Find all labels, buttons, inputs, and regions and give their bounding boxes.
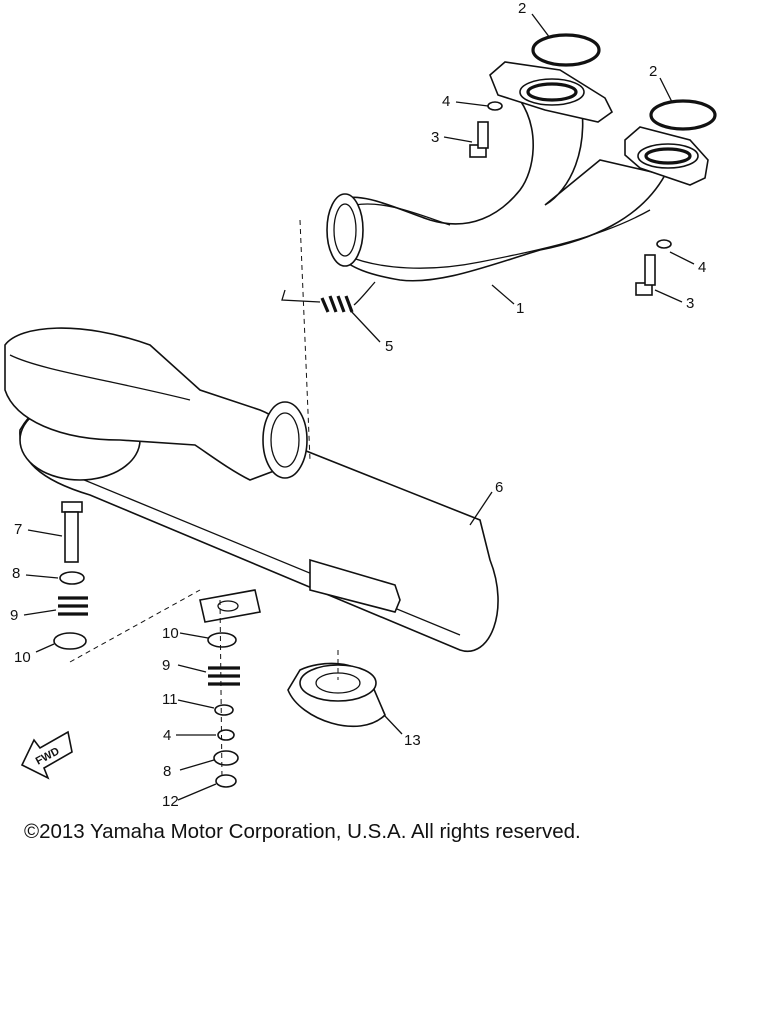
callout-10a: 10 (14, 649, 31, 666)
callout-5: 5 (385, 338, 393, 355)
callout-9b: 9 (162, 657, 170, 674)
callout-1: 1 (516, 300, 524, 317)
callout-3b: 3 (686, 295, 694, 312)
callout-7: 7 (14, 521, 22, 538)
callout-4a: 4 (442, 93, 450, 110)
callout-13: 13 (404, 732, 421, 749)
callout-12: 12 (162, 793, 179, 810)
spring-part (281, 281, 376, 313)
fwd-arrow-icon: FWD (20, 730, 73, 780)
callout-8a: 8 (12, 565, 20, 582)
callout-2b: 2 (649, 63, 657, 80)
callout-2a: 2 (518, 0, 526, 17)
mount-bolt-part (61, 501, 83, 563)
hardware-stack-part (53, 571, 240, 788)
callout-11: 11 (162, 691, 178, 708)
exhaust-parts-diagram: FWD 2 2 4 3 4 3 1 5 6 7 8 9 (4, 0, 717, 810)
muffler-part (4, 327, 499, 653)
gasket-part (531, 33, 717, 131)
exhaust-pipe-part (326, 61, 709, 282)
lock-washer-part (217, 101, 672, 741)
leader-lines (23, 13, 695, 801)
callout-6: 6 (495, 479, 503, 496)
callout-3a: 3 (431, 129, 439, 146)
grommet-part (287, 662, 386, 728)
callout-8b: 8 (163, 763, 171, 780)
assembly-guides (69, 219, 339, 781)
callout-4b: 4 (698, 259, 706, 276)
copyright-notice: ©2013 Yamaha Motor Corporation, U.S.A. A… (24, 820, 581, 843)
callout-10b: 10 (162, 625, 179, 642)
bolt-part (469, 121, 656, 296)
callout-9a: 9 (10, 607, 18, 624)
callout-numbers: 2 2 4 3 4 3 1 5 6 7 8 9 10 10 9 11 4 8 1… (10, 0, 706, 810)
callout-4c: 4 (163, 727, 171, 744)
